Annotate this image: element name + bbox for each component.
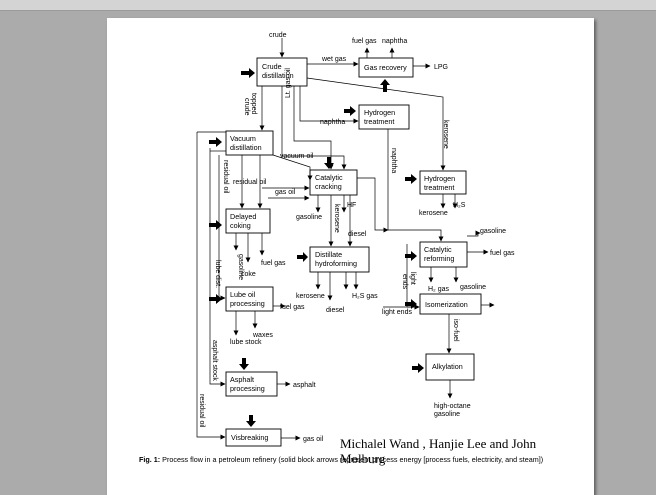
- caption-label: Fig. 1:: [139, 455, 161, 464]
- label-lube-dist: lube dist.: [214, 260, 221, 288]
- svg-text:Alkylation: Alkylation: [432, 362, 463, 371]
- stream-labels: crude fuel gas naphtha wet gas LPG toppe…: [198, 32, 515, 443]
- svg-text:distillation: distillation: [230, 143, 262, 152]
- svg-text:distillation: distillation: [262, 71, 294, 80]
- label-fuel-gas-cr: fuel gas: [490, 250, 515, 257]
- label-gasoline-cr: gasoline: [460, 284, 486, 291]
- label-naphtha-top: naphtha: [382, 38, 407, 45]
- label-h2s-gas: H₂S gas: [352, 293, 378, 300]
- alkylation-box: Alkylation: [425, 353, 475, 381]
- hydrogen-treatment-box-1: Hydrogen treatment: [358, 104, 410, 130]
- label-fuel-gas-lube: fuel gas: [280, 304, 305, 311]
- label-diesel-dh: diesel: [326, 307, 345, 314]
- svg-text:Catalytic: Catalytic: [424, 245, 452, 254]
- svg-text:Asphalt: Asphalt: [230, 375, 254, 384]
- lube-oil-processing-box: Lube oil processing: [225, 286, 274, 312]
- svg-text:hydroforming: hydroforming: [315, 259, 357, 268]
- label-light-ends-vert-2: ends: [401, 274, 408, 290]
- svg-text:Crude: Crude: [262, 62, 282, 71]
- svg-text:treatment: treatment: [364, 117, 394, 126]
- label-kerosene-dh: kerosene: [296, 293, 325, 300]
- label-asphalt: asphalt: [293, 382, 316, 389]
- label-topped-crude-2: crude: [243, 98, 250, 116]
- label-h2-gas: H₂ gas: [428, 286, 450, 293]
- label-lt-gas-oil: Lt. gas oil: [285, 68, 292, 98]
- label-coke: coke: [241, 271, 256, 278]
- label-kerosene-vert: kerosene: [442, 120, 449, 149]
- label-iso-fuel: iso-fuel: [452, 319, 459, 342]
- label-high-octane-1: high-octane: [434, 403, 471, 410]
- author-text: Michalel Wand , Hanjie Lee and John Molb…: [340, 436, 537, 466]
- svg-text:Distillate: Distillate: [315, 250, 342, 259]
- label-hf: HF: [347, 202, 356, 209]
- label-fuel-gas-dc: fuel gas: [261, 260, 286, 267]
- label-vacuum-oil: vacuum oil: [280, 153, 314, 160]
- visbreaking-box: Visbreaking: [225, 428, 282, 447]
- label-gas-oil: gas oil: [275, 189, 296, 196]
- svg-text:reforming: reforming: [424, 254, 454, 263]
- label-residual-oil-h: residual oil: [233, 179, 267, 186]
- isomerization-box: Isomerization: [419, 293, 482, 315]
- label-light-ends-h: light ends: [382, 309, 412, 316]
- catalytic-reforming-box: Catalytic reforming: [419, 241, 468, 268]
- label-light-ends-vert-1: light: [409, 272, 416, 285]
- refinery-process-flow-diagram: .bx{fill:#fff;stroke:#000;stroke-width:0…: [196, 32, 515, 447]
- label-high-octane-2: gasoline: [434, 411, 460, 418]
- label-gasoline-top-right: gasoline: [480, 228, 506, 235]
- label-lube-stock: lube stock: [230, 339, 262, 346]
- svg-text:processing: processing: [230, 299, 265, 308]
- gas-recovery-box: Gas recovery: [358, 57, 414, 78]
- svg-text:Hydrogen: Hydrogen: [364, 108, 395, 117]
- svg-text:Visbreaking: Visbreaking: [231, 433, 268, 442]
- hydrogen-treatment-box-2: Hydrogen treatment: [419, 170, 467, 195]
- flow-lines: [196, 38, 495, 441]
- label-waxes: waxes: [252, 332, 273, 339]
- label-gasoline-cc: gasoline: [296, 214, 322, 221]
- svg-text:Delayed: Delayed: [230, 212, 256, 221]
- viewer-toolbar-strip: [0, 0, 656, 11]
- figure-caption: Fig. 1: Process flow in a petroleum refi…: [139, 455, 579, 464]
- svg-text:treatment: treatment: [424, 183, 454, 192]
- label-gas-oil-vis: gas oil: [303, 436, 324, 443]
- svg-text:Gas recovery: Gas recovery: [364, 63, 407, 72]
- svg-text:cracking: cracking: [315, 182, 342, 191]
- crude-distillation-box: Crude distillation: [256, 57, 308, 87]
- label-h2s-ht: H₂S: [453, 202, 466, 209]
- delayed-coking-box: Delayed coking: [225, 208, 271, 234]
- label-kerosene-cc: kerosene: [333, 204, 340, 233]
- label-naphtha-vert: naphtha: [390, 148, 397, 173]
- catalytic-cracking-box: Catalytic cracking: [309, 169, 358, 196]
- label-residual-oil-vis: residual oil: [198, 394, 205, 428]
- svg-text:Catalytic: Catalytic: [315, 173, 343, 182]
- label-residual-oil-vert: residual oil: [222, 160, 229, 194]
- caption-text: Process flow in a petroleum refinery (so…: [160, 455, 544, 464]
- label-crude: crude: [269, 32, 287, 39]
- label-fuel-gas-top: fuel gas: [352, 38, 377, 45]
- label-gasoline-dc: gasoline: [237, 254, 244, 280]
- label-kerosene-ht: kerosene: [419, 210, 448, 217]
- svg-text:processing: processing: [230, 384, 265, 393]
- label-topped-crude-1: topped: [250, 93, 257, 115]
- label-diesel-cc: diesel: [348, 231, 367, 238]
- svg-text:Hydrogen: Hydrogen: [424, 174, 455, 183]
- asphalt-processing-box: Asphalt processing: [225, 371, 278, 397]
- label-wet-gas: wet gas: [321, 56, 347, 63]
- distillate-hydroforming-box: Distillate hydroforming: [309, 246, 370, 273]
- label-lpg: LPG: [434, 64, 448, 71]
- svg-text:Lube oil: Lube oil: [230, 290, 256, 299]
- svg-text:Vacuum: Vacuum: [230, 134, 256, 143]
- svg-text:Isomerization: Isomerization: [425, 300, 468, 309]
- vacuum-distillation-box: Vacuum distillation: [225, 130, 274, 156]
- label-naphtha-mid: naphtha: [320, 119, 345, 126]
- svg-text:coking: coking: [230, 221, 251, 230]
- label-asphalt-stock: asphalt stock: [211, 340, 218, 381]
- document-page: .bx{fill:#fff;stroke:#000;stroke-width:0…: [107, 18, 594, 495]
